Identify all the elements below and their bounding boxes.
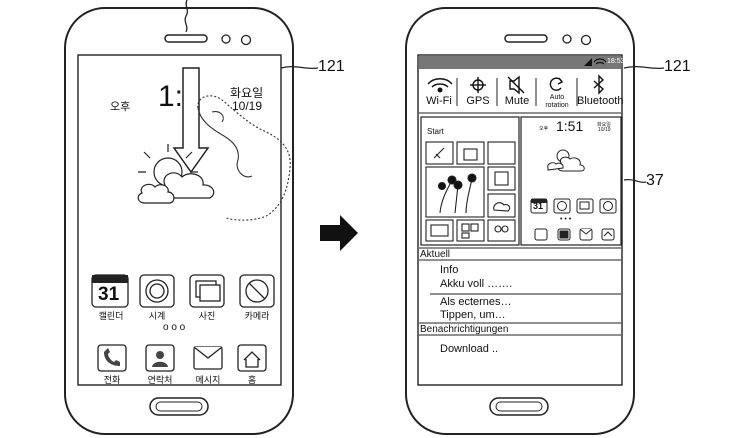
right-home-button-inner — [495, 401, 543, 412]
leader-121-left — [280, 65, 319, 70]
qs-label-autorotation[interactable]: Auto rotation — [540, 94, 574, 110]
right-speaker — [504, 34, 548, 43]
left-home-button — [149, 397, 209, 416]
qs-label-auto: Auto — [549, 94, 565, 101]
mini-weekday: 화요일 — [597, 122, 611, 128]
mini-apps-row1 — [530, 198, 617, 214]
start-panel-title: Start — [427, 127, 444, 136]
leader-37 — [623, 178, 647, 184]
left-weather-icon — [137, 144, 215, 204]
left-app-label-messages: 메시지 — [195, 375, 221, 385]
notif-external-body[interactable]: Tippen, um… — [440, 309, 506, 321]
left-apps-row2 — [97, 344, 267, 372]
tile-people — [487, 219, 516, 242]
quick-settings-icons — [427, 74, 605, 95]
finger-drawing — [197, 95, 291, 221]
notif-info-body[interactable]: Akku voll ……. — [440, 278, 513, 290]
ref-37: 37 — [646, 172, 664, 189]
right-phone — [405, 7, 635, 435]
gps-icon — [470, 77, 486, 93]
mute-icon — [507, 75, 525, 95]
left-speaker — [164, 34, 208, 43]
left-app-label-contacts: 연락처 — [147, 375, 173, 385]
bluetooth-icon — [593, 74, 605, 95]
leader-121-right — [623, 65, 665, 70]
left-page-dots: o o o — [163, 322, 186, 333]
signal-icon — [584, 58, 592, 66]
left-ampm: 오후 — [110, 101, 131, 113]
mini-date: 10/19 — [598, 127, 611, 133]
swipe-down-arrow — [172, 67, 210, 174]
right-phone-screen — [417, 54, 623, 386]
left-app-label-photos: 사진 — [198, 311, 216, 321]
section-header-aktuell: Aktuell — [420, 249, 451, 260]
left-app-label-calendar: 캘린더 — [98, 311, 124, 321]
transition-arrow — [320, 215, 358, 251]
left-app-label-phone: 전화 — [103, 375, 121, 385]
ref-121-right: 121 — [664, 58, 691, 75]
qs-label-bluetooth[interactable]: Bluetooth — [577, 95, 624, 107]
start-tiles — [425, 141, 516, 242]
status-bar — [419, 56, 621, 69]
left-apps-row1 — [91, 274, 275, 308]
notif-info-title[interactable]: Info — [440, 264, 459, 276]
notif-download[interactable]: Download .. — [440, 343, 499, 355]
qs-label-rotation: rotation — [545, 102, 569, 109]
left-time: 1: — [158, 80, 184, 113]
notif-external-title[interactable]: Als ecternes… — [440, 296, 512, 308]
left-phone-body — [64, 7, 294, 435]
left-app-label-home: 홈 — [247, 375, 257, 385]
left-app-label-camera: 카메라 — [244, 311, 270, 321]
mini-ampm: 오후 — [539, 126, 549, 132]
left-date: 10/19 — [232, 99, 263, 113]
reference-leaders — [280, 65, 665, 184]
status-time: 18:53 — [607, 58, 625, 65]
left-camera — [240, 34, 252, 46]
wifi-icon — [427, 78, 453, 93]
start-panel — [420, 116, 520, 246]
right-camera — [580, 34, 592, 46]
left-phone — [64, 7, 294, 435]
mini-apps-row2 — [534, 228, 615, 241]
left-weekday: 화요일 — [230, 86, 264, 100]
left-sensor-1 — [221, 34, 231, 44]
mini-calendar-number: 31 — [533, 201, 544, 211]
qs-label-mute[interactable]: Mute — [504, 95, 530, 107]
quick-settings-dividers — [419, 78, 621, 114]
mini-time: 1:51 — [556, 118, 584, 134]
tile-blank — [487, 141, 516, 165]
section-header-benachrichtigungen: Benachrichtigungen — [420, 324, 509, 335]
drag-origin-line — [184, 0, 189, 33]
rotate-icon — [549, 77, 564, 91]
mini-dots: • • • — [560, 216, 572, 223]
right-sensor-1 — [562, 34, 572, 44]
left-home-button-inner — [155, 401, 203, 412]
right-home-button — [489, 397, 549, 416]
qs-label-gps[interactable]: GPS — [466, 95, 490, 107]
mini-home-panel — [520, 116, 622, 246]
mini-weather-icon — [547, 149, 585, 172]
left-phone-screen — [77, 54, 282, 386]
right-phone-body — [405, 7, 635, 435]
qs-label-wifi[interactable]: Wi-Fi — [426, 95, 452, 107]
status-wifi-icon — [593, 58, 607, 65]
left-phone-app-icon — [97, 344, 127, 372]
left-app-label-clock: 시계 — [148, 311, 166, 321]
mini-phone-icon — [534, 228, 548, 241]
left-calendar-number: 31 — [98, 284, 120, 305]
notification-dividers — [419, 247, 621, 336]
ref-121-left: 121 — [318, 58, 345, 75]
